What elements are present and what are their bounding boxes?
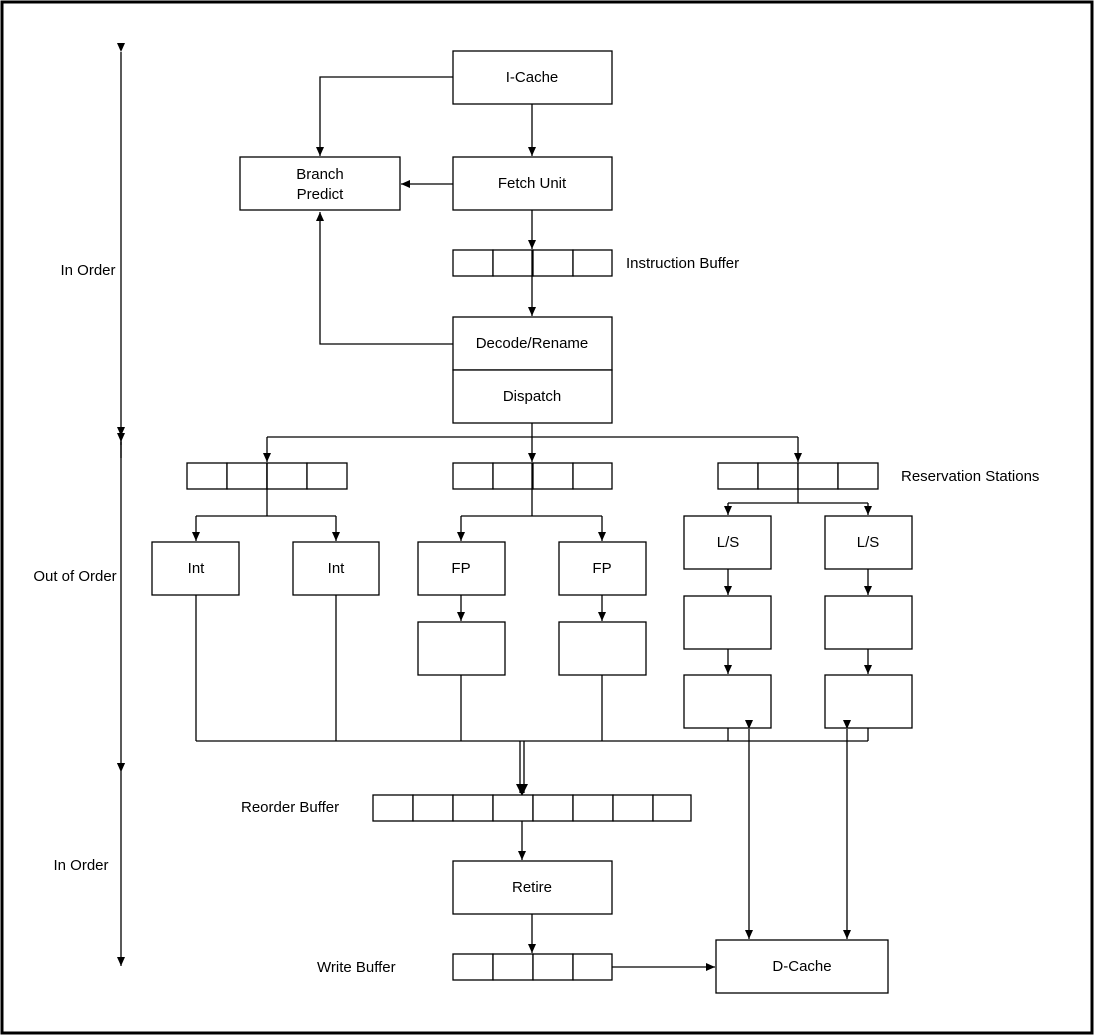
result-bus <box>195 595 869 796</box>
branch-predict-label-line2: Predict <box>297 186 345 203</box>
rs-to-units-connectors <box>192 463 872 541</box>
reservation-stations-label: Reservation Stations <box>901 468 1039 485</box>
ls-unit-2-stage-3 <box>824 674 913 729</box>
int-unit-2-label: Int <box>328 560 346 577</box>
reservation-station-ls <box>717 462 879 490</box>
fp-unit-2-label: FP <box>592 560 611 577</box>
ls-dcache-connectors <box>745 720 851 939</box>
fetch-unit-block <box>452 156 613 211</box>
retire-label: Retire <box>512 879 552 896</box>
ls-unit-1-stage-3 <box>683 674 772 729</box>
branch-predict-label-line1: Branch <box>296 166 344 183</box>
retire-block <box>452 860 613 915</box>
fp-unit-1-stage-2 <box>417 621 506 676</box>
fp-unit-2-stage-2 <box>558 621 647 676</box>
reservation-station-int <box>186 462 348 490</box>
fp-stage-arrows <box>457 595 606 621</box>
stage-label-in-order-top: In Order <box>60 262 115 279</box>
ls-unit-2-label: L/S <box>857 534 880 551</box>
ls-unit-1 <box>683 515 772 570</box>
dispatch-fanout <box>263 423 802 462</box>
dcache-block <box>715 939 889 994</box>
dcache-label: D-Cache <box>772 958 831 975</box>
int-unit-1-label: Int <box>188 560 206 577</box>
write-buffer <box>452 953 613 981</box>
icache-label: I-Cache <box>506 69 559 86</box>
write-buffer-label: Write Buffer <box>317 959 396 976</box>
instruction-buffer <box>452 249 613 277</box>
reorder-buffer <box>372 794 692 822</box>
fp-unit-2 <box>558 541 647 596</box>
stage-label-out-of-order: Out of Order <box>33 568 116 585</box>
fp-unit-1 <box>417 541 506 596</box>
ls-unit-2-stage-2 <box>824 595 913 650</box>
branch-predict-block <box>239 156 401 211</box>
stage-label-in-order-bottom: In Order <box>53 857 108 874</box>
ls-unit-1-label: L/S <box>717 534 740 551</box>
dispatch-label: Dispatch <box>503 388 561 405</box>
ls-stage-arrows <box>724 569 872 674</box>
fp-unit-1-label: FP <box>451 560 470 577</box>
int-unit-1 <box>151 541 240 596</box>
ls-unit-2 <box>824 515 913 570</box>
ls-unit-1-stage-2 <box>683 595 772 650</box>
icache-connectors <box>316 76 536 188</box>
dispatch-block <box>452 369 613 424</box>
fetch-unit-label: Fetch Unit <box>498 175 567 192</box>
reorder-buffer-label: Reorder Buffer <box>241 799 339 816</box>
decode-rename-label: Decode/Rename <box>476 335 589 352</box>
instruction-buffer-label: Instruction Buffer <box>626 255 739 272</box>
icache-block <box>452 50 613 105</box>
decode-to-branch-predict-arrow <box>316 212 453 345</box>
reservation-station-fp <box>452 462 613 490</box>
